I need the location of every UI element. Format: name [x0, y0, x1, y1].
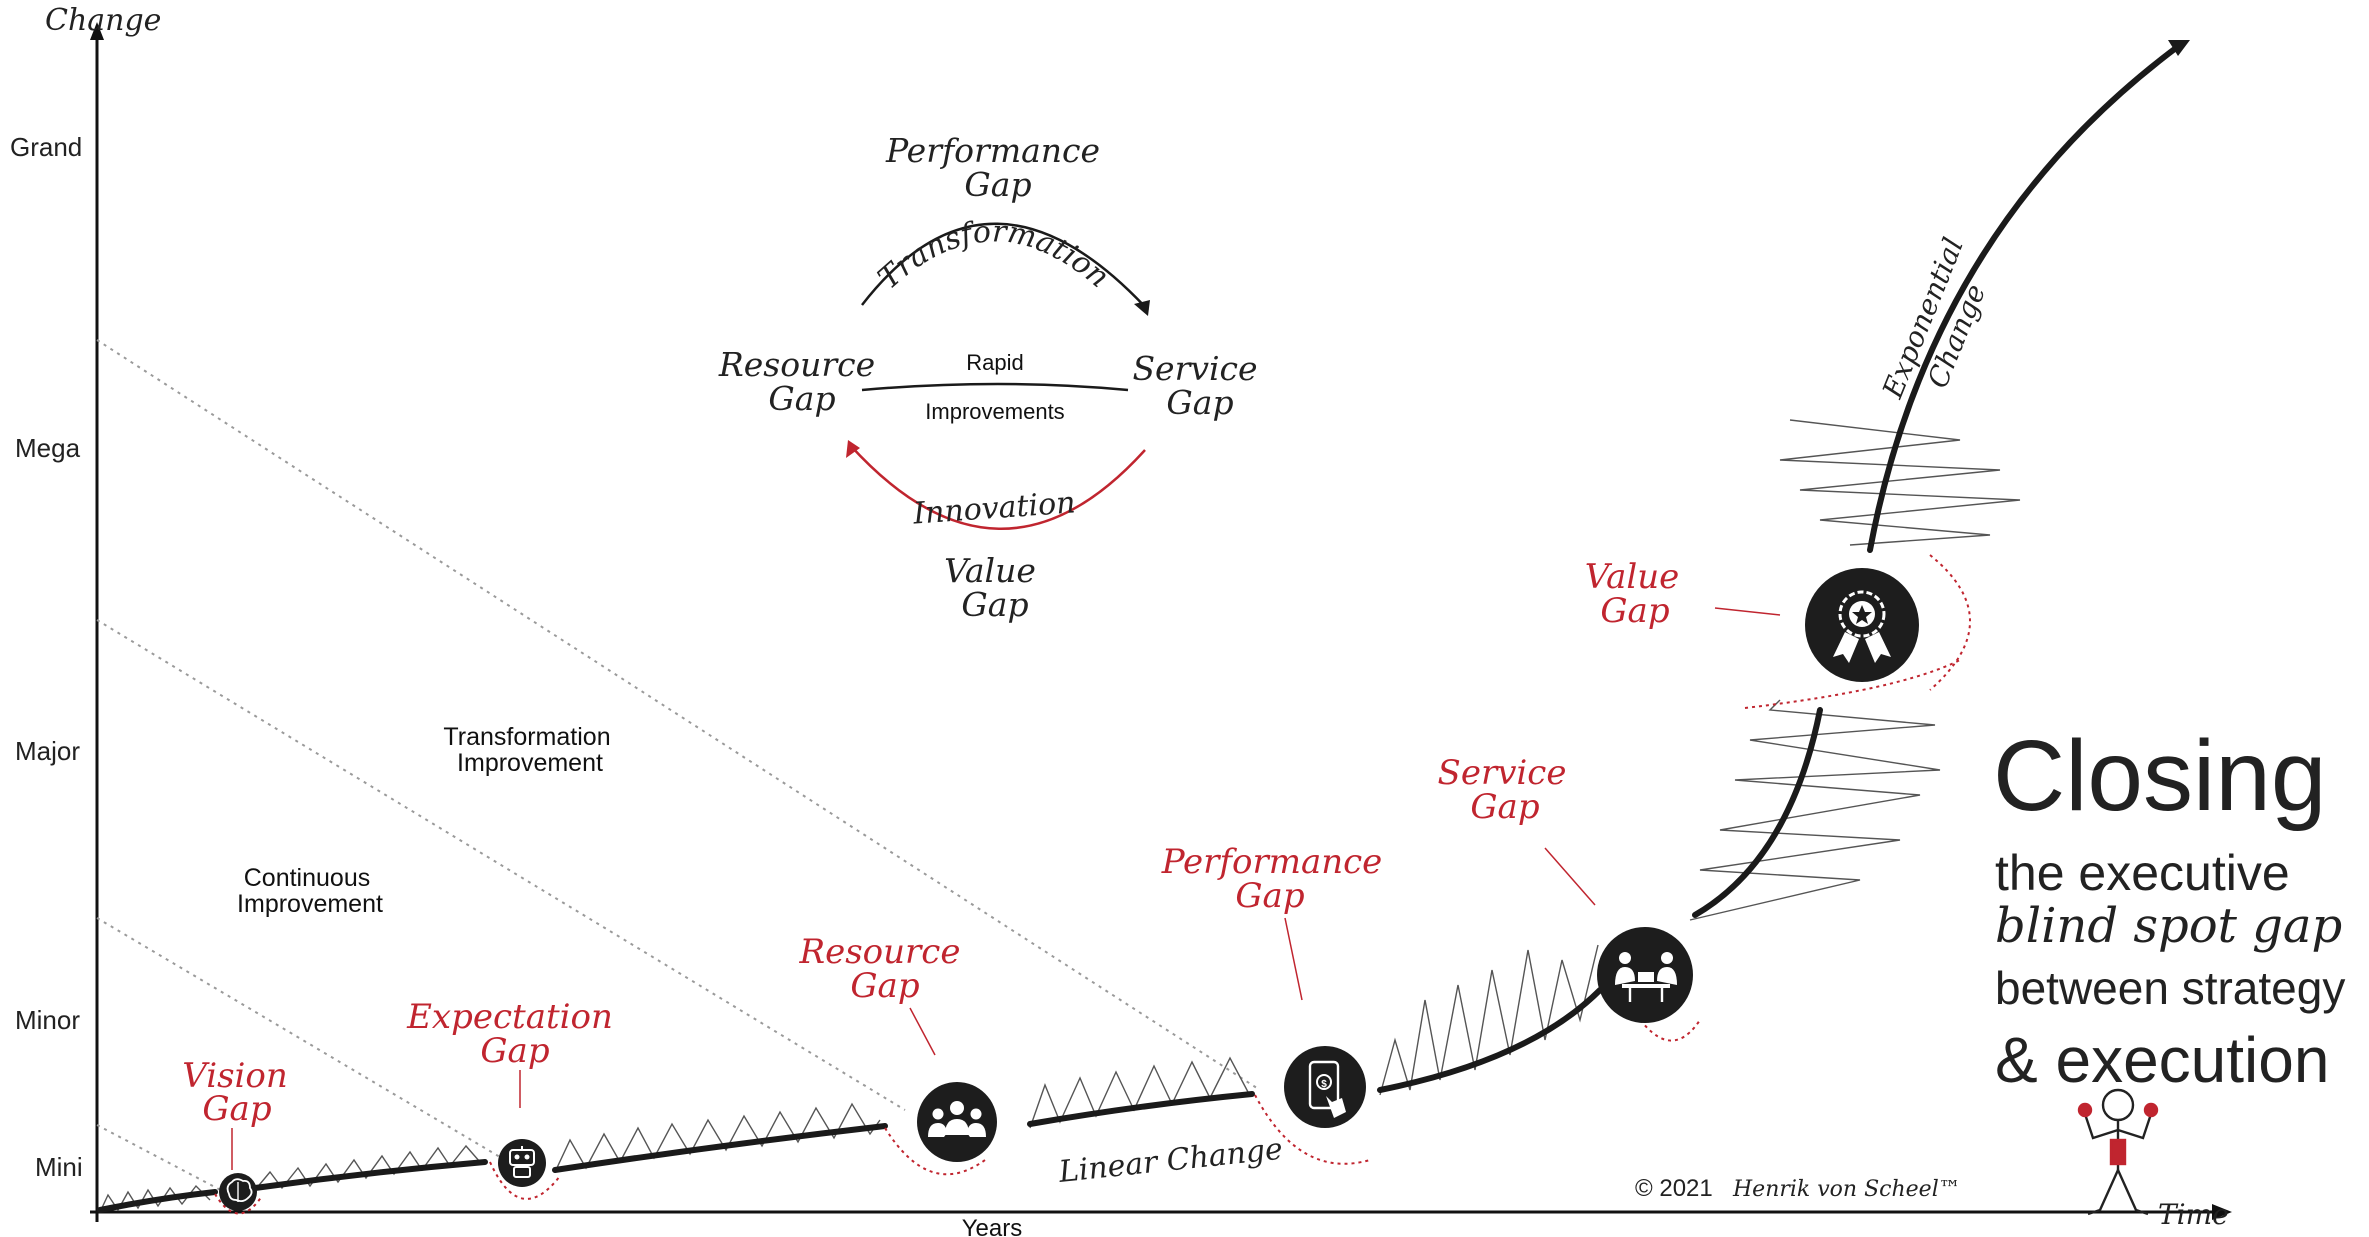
innovation-arc [849, 444, 1146, 530]
improvement-guides [96, 339, 1261, 1196]
svg-text:$: $ [1321, 1079, 1327, 1090]
resource-gap-pointer [909, 1007, 936, 1056]
rapid-improvements-line [861, 382, 1129, 392]
copyright-name: Henrik von Scheel™ [1732, 1177, 1961, 1202]
x-axis-center-label: Years [962, 1215, 1023, 1237]
transformation-arc [861, 222, 1149, 311]
meeting-icon [1597, 927, 1693, 1023]
strongman-figure-icon [2077, 1088, 2159, 1216]
phone-money-icon: $ [1284, 1046, 1366, 1128]
expectation-gap-loop [489, 1161, 561, 1200]
y-level-mini: Mini [35, 1152, 83, 1182]
transformation-arc-label-path: Transformation [872, 214, 1116, 296]
zigzag-segment-7 [1779, 419, 2021, 546]
cycle-right-line1: Service [1132, 349, 1257, 388]
people-icon [917, 1082, 997, 1162]
cycle-top-line1: Performance [885, 131, 1100, 170]
service-gap-pointer [1544, 847, 1596, 906]
cycle-left-line2: Gap [768, 379, 835, 418]
gap-labels: Vision Gap Expectation Gap Resource Gap … [182, 557, 1781, 1170]
curve-segment-1 [97, 1189, 218, 1213]
y-level-major: Major [15, 736, 80, 766]
y-level-minor: Minor [15, 1005, 80, 1035]
copyright-prefix: © 2021 [1635, 1175, 1713, 1202]
zigzag-segment-2 [254, 1144, 481, 1191]
resource-gap-line1: Resource [799, 932, 961, 972]
value-gap-line1: Value [1585, 557, 1680, 597]
y-axis-title: Change [45, 3, 161, 38]
vision-gap-line1: Vision [182, 1056, 288, 1096]
exponential-arrow-icon [2168, 40, 2190, 56]
curve-segment-4 [1027, 1091, 1255, 1127]
resource-gap-loop [884, 1127, 986, 1176]
axes: Change Time Years Mini Minor Major Mega … [10, 3, 2232, 1237]
value-gap-loop [1929, 554, 1971, 691]
vision-gap-loop [214, 1193, 263, 1215]
transformation-arc-label: Transformation [872, 214, 1116, 296]
performance-gap-line1: Performance [1161, 842, 1383, 882]
resource-gap-line2: Gap [850, 966, 919, 1006]
value-gap-connector [1744, 659, 1961, 709]
title-block: Closing the executive blind spot gap bet… [1993, 720, 2345, 1096]
y-axis-arrow-icon [90, 22, 104, 40]
curve-segment-7 [1867, 42, 2183, 553]
title-line-executive: the executive [1995, 845, 2290, 901]
cycle-bottom-line1: Value [944, 551, 1036, 590]
linear-change-label: Linear Change [1056, 1132, 1284, 1190]
value-gap-pointer [1714, 607, 1781, 616]
guide-line-1 [96, 1124, 231, 1196]
continuous-improvement-line1: Continuous [244, 864, 370, 892]
curve-segment-6 [1692, 707, 1823, 918]
innovation-arc-label: Innovation [911, 485, 1076, 531]
transformation-arrow-icon [1134, 300, 1150, 316]
continuous-improvement-line2: Improvement [237, 890, 383, 918]
y-level-grand: Grand [10, 132, 82, 162]
performance-gap-pointer [1284, 917, 1303, 1001]
zigzag-segment-6 [1689, 699, 1941, 921]
cycle-left-line1: Resource [718, 345, 875, 384]
zigzag-segment-5 [1379, 944, 1599, 1096]
curve-segment-3 [552, 1123, 888, 1173]
curve-segment-2 [252, 1159, 488, 1191]
expectation-gap-line2: Gap [480, 1031, 549, 1071]
title-line-execution: & execution [1995, 1024, 2329, 1096]
guide-line-2 [96, 917, 506, 1161]
vision-gap-line2: Gap [202, 1089, 271, 1129]
transformation-improvement-line1: Transformation [443, 723, 610, 751]
x-axis-arrow-icon [2212, 1204, 2232, 1220]
title-line-blind-spot: blind spot gap [1995, 898, 2342, 954]
robot-icon [498, 1139, 546, 1187]
curve-segment-5 [1377, 987, 1603, 1093]
performance-gap-loop [1254, 1094, 1371, 1165]
service-gap-line1: Service [1438, 753, 1567, 793]
title-line-between: between strategy [1995, 962, 2345, 1014]
transformation-improvement-line2: Improvement [457, 749, 603, 777]
cycle-center-top: Rapid [966, 350, 1023, 375]
gap-icons: $ [219, 568, 1919, 1211]
gap-cycle: Performance Gap Resource Gap Service Gap… [718, 131, 1258, 624]
guide-line-4 [96, 339, 1261, 1091]
cycle-top-line2: Gap [964, 165, 1031, 204]
expectation-gap-line1: Expectation [406, 997, 613, 1037]
performance-gap-line2: Gap [1235, 876, 1304, 916]
service-gap-line2: Gap [1470, 787, 1539, 827]
y-level-mega: Mega [15, 433, 81, 463]
cycle-center-bottom: Improvements [925, 399, 1064, 424]
title-line-closing: Closing [1993, 720, 2327, 832]
x-axis-title: Time [2158, 1198, 2229, 1231]
award-badge-icon [1805, 568, 1919, 682]
brain-icon [219, 1173, 257, 1211]
cycle-bottom-line2: Gap [961, 585, 1028, 624]
innovation-arrow-icon [846, 440, 860, 458]
copyright: © 2021 Henrik von Scheel™ [1635, 1175, 1961, 1202]
zone-labels: Continuous Improvement Transformation Im… [237, 723, 611, 918]
cycle-right-line2: Gap [1166, 383, 1233, 422]
value-gap-line2: Gap [1600, 591, 1669, 631]
service-gap-loop [1609, 964, 1701, 1042]
guide-line-3 [96, 619, 906, 1111]
